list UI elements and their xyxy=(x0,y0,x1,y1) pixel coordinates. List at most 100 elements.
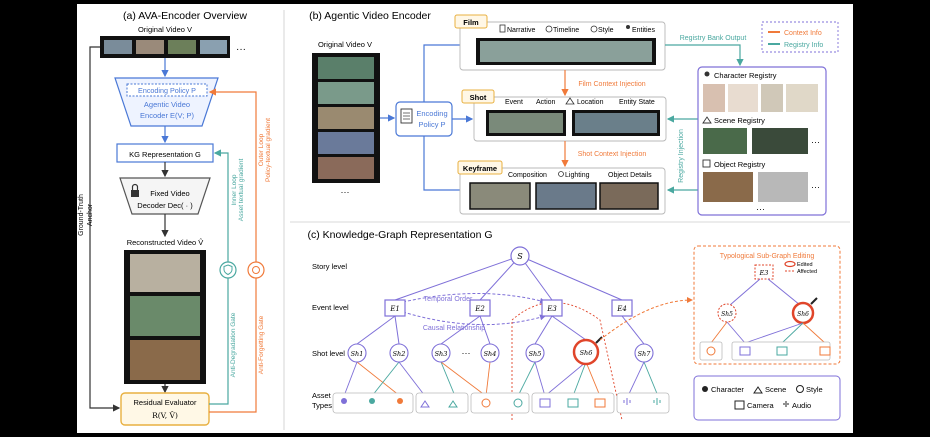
asset-legend xyxy=(693,375,841,421)
a-encoder-line1: Agentic Video xyxy=(144,100,190,109)
a-kg-label: KG Representation G xyxy=(129,150,201,159)
palette-icon xyxy=(590,25,598,33)
film-frames xyxy=(480,41,652,62)
registry-ellipsis: ··· xyxy=(756,204,765,214)
shot-item-entity-state: Entity State xyxy=(619,99,655,106)
keyframe-tag-label: Keyframe xyxy=(463,164,497,173)
keyframe-item-composition: Composition xyxy=(508,172,547,179)
a-decoder-line2: Decoder Dec( · ) xyxy=(137,201,193,210)
character-icon xyxy=(702,386,708,392)
style-asset-icon xyxy=(706,346,716,356)
shot-node-3 xyxy=(431,343,451,363)
asset-group-audio xyxy=(616,392,670,414)
asset-group-scene xyxy=(415,392,469,414)
film-item-entities: Entities xyxy=(632,27,655,34)
lock-icon xyxy=(131,183,139,197)
camera-asset-icon xyxy=(819,346,831,356)
shot-tag-label: Shot xyxy=(470,93,487,102)
a-original-video-label: Original Video V xyxy=(138,25,192,34)
scene-ellipsis: ··· xyxy=(811,137,820,147)
shot-item-location: Location xyxy=(577,99,604,106)
registry-bank-label: Registry Bank Output xyxy=(680,35,747,42)
a-evaluator-line1: Residual Evaluator xyxy=(134,398,197,407)
narrative-icon xyxy=(499,24,506,33)
a-anchor-line2: Anchor xyxy=(87,203,94,226)
a-ellipsis: ··· xyxy=(236,44,246,55)
a-evaluator-line2: R(V, V̂) xyxy=(152,411,178,420)
object-ellipsis: ··· xyxy=(811,182,820,192)
event-node-1 xyxy=(384,299,406,317)
keyframe-2 xyxy=(535,182,597,210)
keyframe-1 xyxy=(469,182,531,210)
panel-b: (b) Agentic Video Encoder Original Video… xyxy=(290,10,850,223)
film-items: Narrative Timeline Style Entities xyxy=(499,24,655,34)
subgraph-title: Typological Sub-Graph Editing xyxy=(720,253,815,260)
e3-subtree-highlight xyxy=(511,302,623,421)
causal-relationship-label: Causal Relationship xyxy=(423,325,485,332)
event-node-3 xyxy=(541,299,563,317)
outer-loop-arrow xyxy=(208,88,257,413)
character-asset-icon xyxy=(369,398,375,404)
subgraph-shot-5-label: Sh5 xyxy=(721,311,733,318)
film-tag xyxy=(454,14,488,29)
event-node-2 xyxy=(469,299,491,317)
film-item-narrative: Narrative xyxy=(507,27,536,34)
panel-a: (a) AVA-Encoder Overview Original Video … xyxy=(78,10,285,430)
shot-node-3-label: Sh3 xyxy=(435,350,448,358)
shot-node-7-label: Sh7 xyxy=(638,350,652,358)
affected-label: Affected xyxy=(797,269,817,275)
subgraph-event-node xyxy=(754,264,774,280)
audio-icon xyxy=(783,401,789,407)
style-icon xyxy=(796,385,804,393)
camera-asset-icon xyxy=(539,398,551,408)
film-tag-label: Film xyxy=(463,18,479,27)
scene-registry-icon xyxy=(702,116,712,124)
fixed-decoder-box xyxy=(119,177,211,215)
asset-group-camera xyxy=(531,392,615,414)
keyframe-3 xyxy=(599,182,659,210)
shot-level-label: Shot level xyxy=(312,349,345,358)
a-anti-degradation: Anti-Degradation Gate xyxy=(230,312,237,377)
a-anti-forgetting: Anti-Forgetting Gate xyxy=(258,315,265,374)
shot-node-1 xyxy=(347,343,367,363)
asset-types-line2: Types xyxy=(312,401,332,410)
b-original-video-label: Original Video V xyxy=(318,40,372,49)
character-registry-icon xyxy=(704,71,710,77)
panel-c: (c) Knowledge-Graph Representation G Sto… xyxy=(307,229,841,421)
object-registry-image-2 xyxy=(758,172,808,202)
shot-items: Event Action Location Entity State xyxy=(505,97,655,106)
panel-c-title: (c) Knowledge-Graph Representation G xyxy=(307,229,492,241)
a-encoder-line2: Encoder E(V; P) xyxy=(140,111,194,120)
event-node-3-label: E3 xyxy=(546,305,557,313)
residual-evaluator-box xyxy=(120,392,210,426)
mountain-icon xyxy=(565,97,575,105)
keyframe-items: Composition Lighting Object Details xyxy=(508,171,652,179)
shot-node-5 xyxy=(525,343,545,363)
ground-truth-arrow xyxy=(89,46,121,412)
legend-audio: Audio xyxy=(792,401,811,410)
a-inner-loop-line2: Asset textual gradient xyxy=(238,159,245,222)
film-context-label: Film Context Injection xyxy=(578,81,645,88)
b-legend-box xyxy=(761,21,839,53)
shot-tag xyxy=(461,89,495,104)
shot-node-2-label: Sh2 xyxy=(393,350,406,358)
encoding-policy-box xyxy=(126,83,208,97)
audio-asset-icon xyxy=(623,398,631,405)
keyframe-item-lighting: Lighting xyxy=(565,172,590,179)
event-node-2-label: E2 xyxy=(474,305,485,313)
shot-node-2 xyxy=(389,343,409,363)
subgraph-assets xyxy=(699,341,831,361)
story-level-label: Story level xyxy=(312,262,347,271)
shot-nodes: Sh1 Sh2 Sh3 ··· Sh4 Sh5 Sh6 Sh7 xyxy=(347,336,654,366)
asset-row xyxy=(332,392,670,414)
camera-asset-icon xyxy=(594,398,606,408)
style-asset-icon xyxy=(513,398,523,408)
registry-injection-label: Registry Injection xyxy=(678,129,685,183)
subgraph-link-arrow xyxy=(599,297,693,341)
legend-style: Style xyxy=(806,385,823,394)
camera-icon xyxy=(734,400,745,410)
temporal-order-arrow xyxy=(402,293,546,304)
object-registry-label: Object Registry xyxy=(714,160,766,169)
a-inner-loop-line1: Inner Loop xyxy=(231,174,238,205)
asset-types-line1: Asset xyxy=(312,391,332,400)
